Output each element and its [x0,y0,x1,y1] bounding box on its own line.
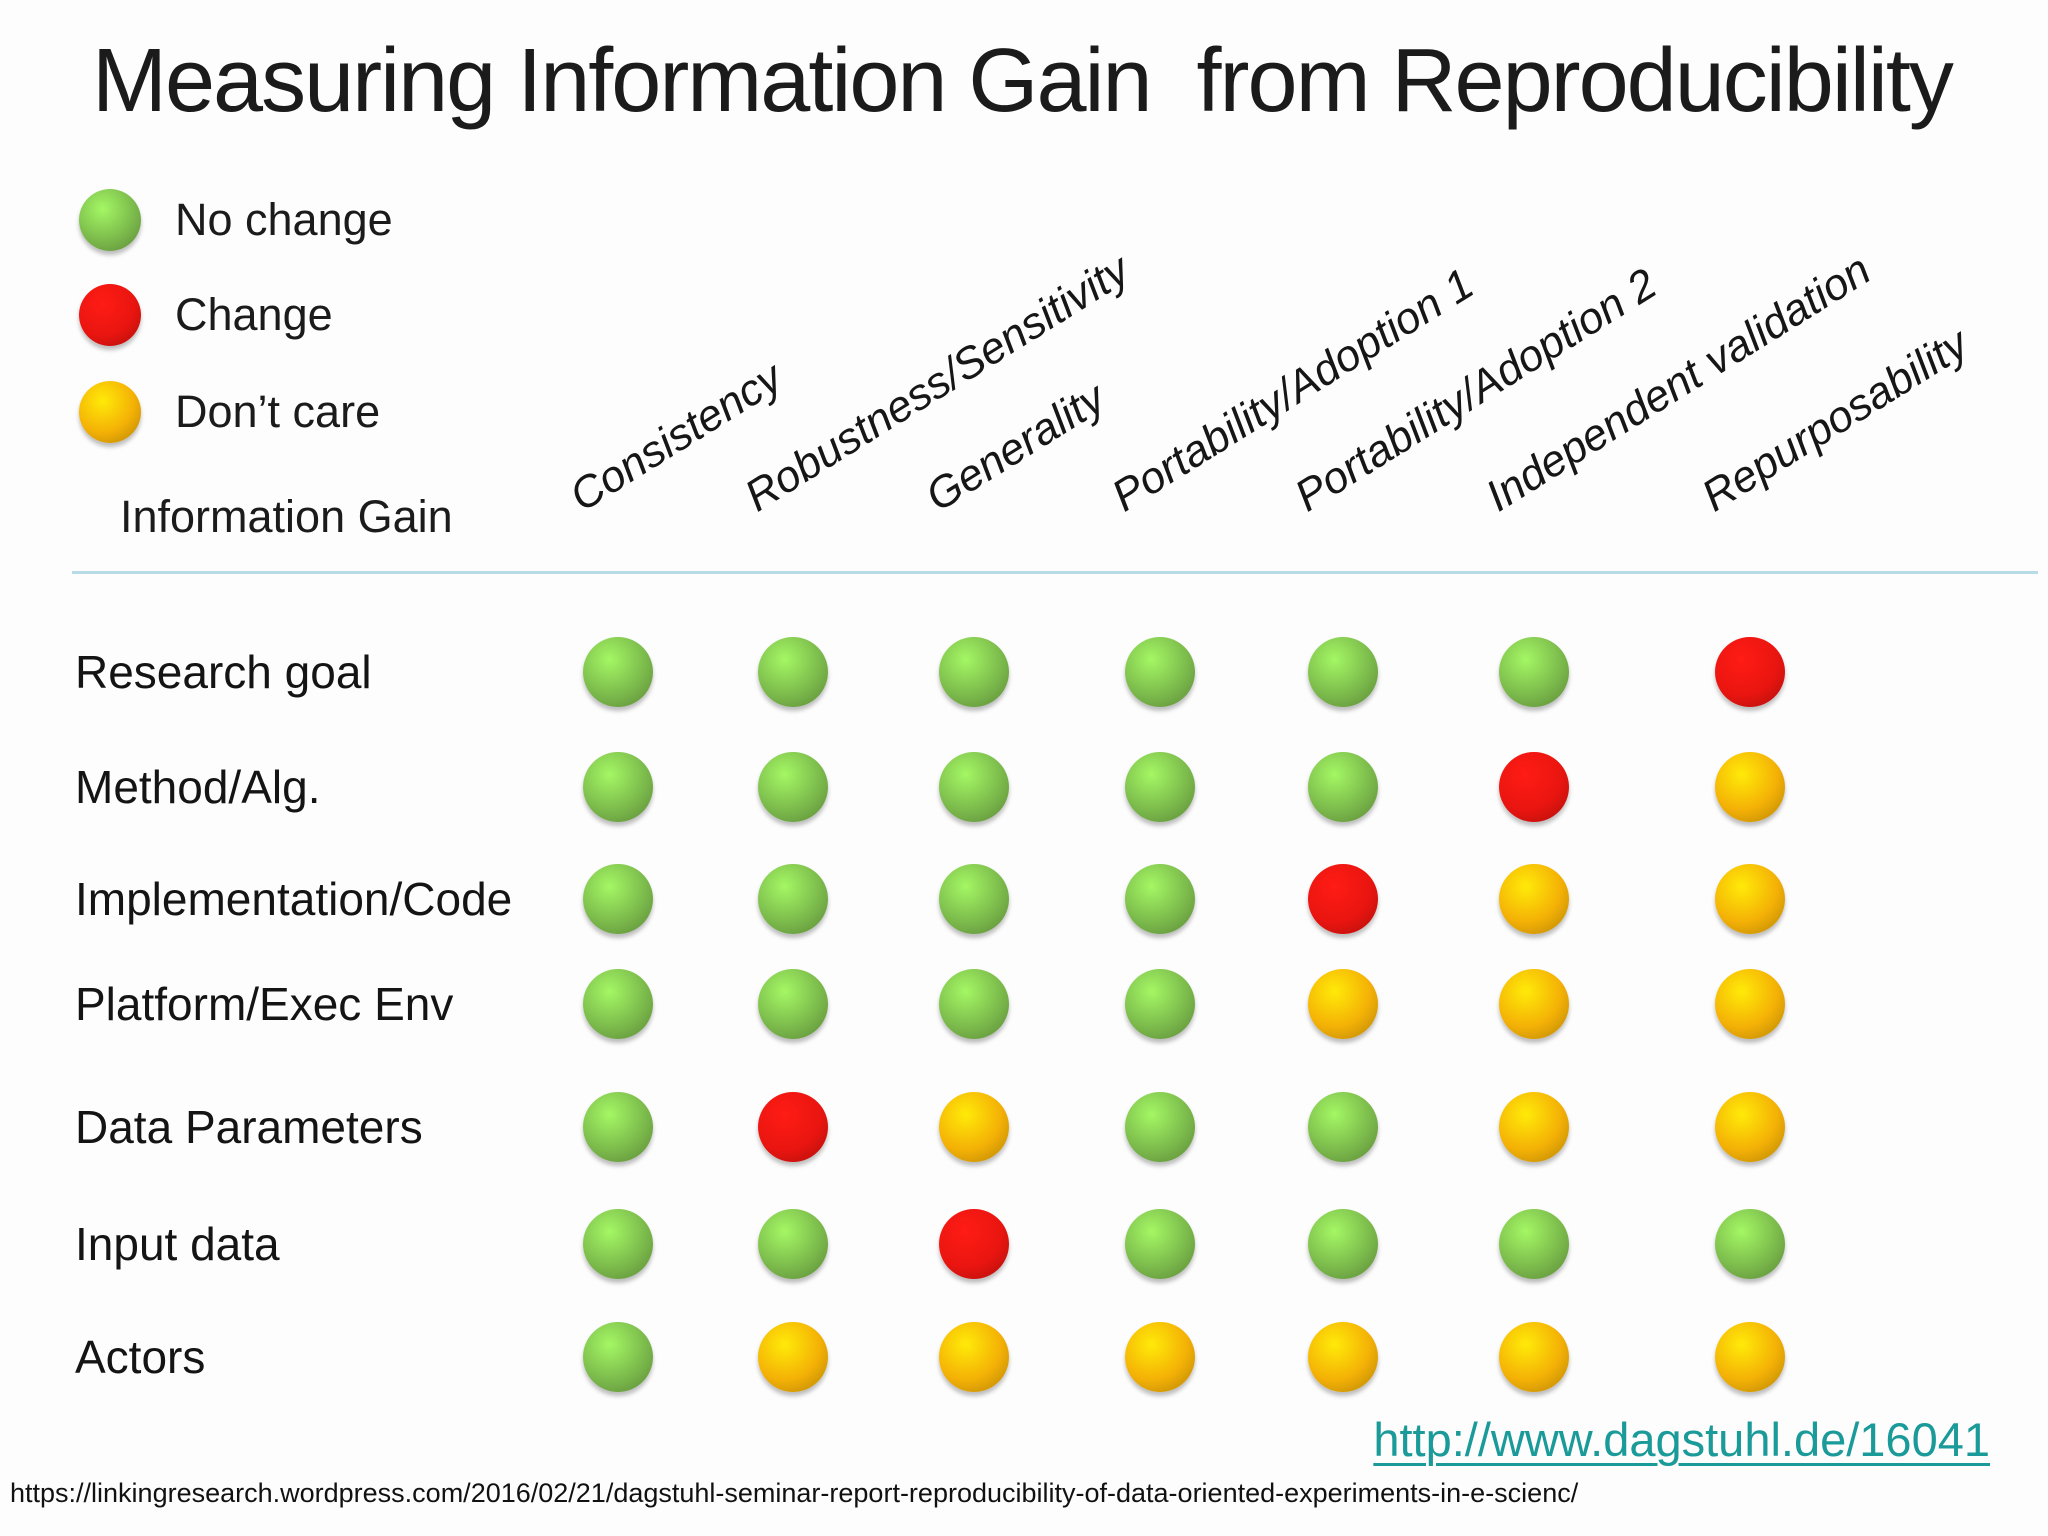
matrix-dot-implementation-code-portability-adoption-2 [1308,864,1378,934]
matrix-dot-actors-independent-validation [1499,1322,1569,1392]
matrix-dot-method-alg-repurposability [1715,752,1785,822]
legend-item-change: Change [79,284,333,346]
dont-care-dot-icon [79,381,141,443]
matrix-dot-method-alg-portability-adoption-2 [1308,752,1378,822]
matrix-dot-input-data-portability-adoption-2 [1308,1209,1378,1279]
matrix-dot-method-alg-independent-validation [1499,752,1569,822]
legend-label-change: Change [175,289,333,340]
matrix-dot-method-alg-portability-adoption-1 [1125,752,1195,822]
matrix-dot-method-alg-consistency [583,752,653,822]
matrix-dot-implementation-code-generality [939,864,1009,934]
matrix-dot-research-goal-portability-adoption-1 [1125,637,1195,707]
matrix-dot-data-parameters-repurposability [1715,1092,1785,1162]
row-label-implementation-code: Implementation/Code [75,873,513,925]
matrix-dot-data-parameters-robustness-sensitivity [758,1092,828,1162]
matrix-dot-implementation-code-robustness-sensitivity [758,864,828,934]
divider-line [72,571,2038,574]
matrix-dot-data-parameters-independent-validation [1499,1092,1569,1162]
source-url: https://linkingresearch.wordpress.com/20… [10,1478,1579,1508]
legend-item-dont-care: Don’t care [79,381,380,443]
legend-item-no-change: No change [79,189,393,251]
matrix-dot-platform-exec-env-portability-adoption-2 [1308,969,1378,1039]
page-title: Measuring Information Gain from Reproduc… [92,31,1954,131]
matrix-dot-platform-exec-env-portability-adoption-1 [1125,969,1195,1039]
row-axis-label: Information Gain [120,491,453,542]
matrix-dot-data-parameters-portability-adoption-1 [1125,1092,1195,1162]
matrix-dot-implementation-code-portability-adoption-1 [1125,864,1195,934]
matrix-dot-implementation-code-independent-validation [1499,864,1569,934]
matrix-dot-input-data-repurposability [1715,1209,1785,1279]
matrix-dot-input-data-generality [939,1209,1009,1279]
matrix-dot-data-parameters-portability-adoption-2 [1308,1092,1378,1162]
row-label-method-alg: Method/Alg. [75,761,321,813]
column-header-independent-validation: Independent validation [1477,244,1880,522]
matrix-dot-actors-repurposability [1715,1322,1785,1392]
matrix-dot-research-goal-independent-validation [1499,637,1569,707]
matrix-dot-data-parameters-consistency [583,1092,653,1162]
dagstuhl-link[interactable]: http://www.dagstuhl.de/16041 [1373,1413,1990,1466]
matrix-dot-research-goal-robustness-sensitivity [758,637,828,707]
matrix-dot-method-alg-generality [939,752,1009,822]
change-dot-icon [79,284,141,346]
matrix-dot-research-goal-generality [939,637,1009,707]
matrix-dot-platform-exec-env-robustness-sensitivity [758,969,828,1039]
matrix-dot-actors-portability-adoption-2 [1308,1322,1378,1392]
row-label-platform-exec-env: Platform/Exec Env [75,978,454,1030]
matrix-dot-platform-exec-env-consistency [583,969,653,1039]
matrix-dot-platform-exec-env-independent-validation [1499,969,1569,1039]
matrix-dot-actors-generality [939,1322,1009,1392]
row-label-data-parameters: Data Parameters [75,1101,423,1153]
matrix-dot-actors-robustness-sensitivity [758,1322,828,1392]
row-label-actors: Actors [75,1331,206,1383]
matrix-dot-platform-exec-env-repurposability [1715,969,1785,1039]
matrix-dot-implementation-code-repurposability [1715,864,1785,934]
matrix-dot-input-data-robustness-sensitivity [758,1209,828,1279]
legend-label-no-change: No change [175,194,393,245]
legend-label-dont-care: Don’t care [175,386,381,437]
matrix-dot-platform-exec-env-generality [939,969,1009,1039]
row-label-research-goal: Research goal [75,646,372,698]
matrix-dot-implementation-code-consistency [583,864,653,934]
matrix-dot-input-data-portability-adoption-1 [1125,1209,1195,1279]
matrix-dot-research-goal-portability-adoption-2 [1308,637,1378,707]
matrix-dot-actors-consistency [583,1322,653,1392]
matrix-dot-input-data-independent-validation [1499,1209,1569,1279]
row-label-input-data: Input data [75,1218,280,1270]
matrix-dot-actors-portability-adoption-1 [1125,1322,1195,1392]
matrix-dot-method-alg-robustness-sensitivity [758,752,828,822]
matrix-dot-data-parameters-generality [939,1092,1009,1162]
matrix-dot-input-data-consistency [583,1209,653,1279]
matrix-dot-research-goal-consistency [583,637,653,707]
no-change-dot-icon [79,189,141,251]
matrix-dot-research-goal-repurposability [1715,637,1785,707]
